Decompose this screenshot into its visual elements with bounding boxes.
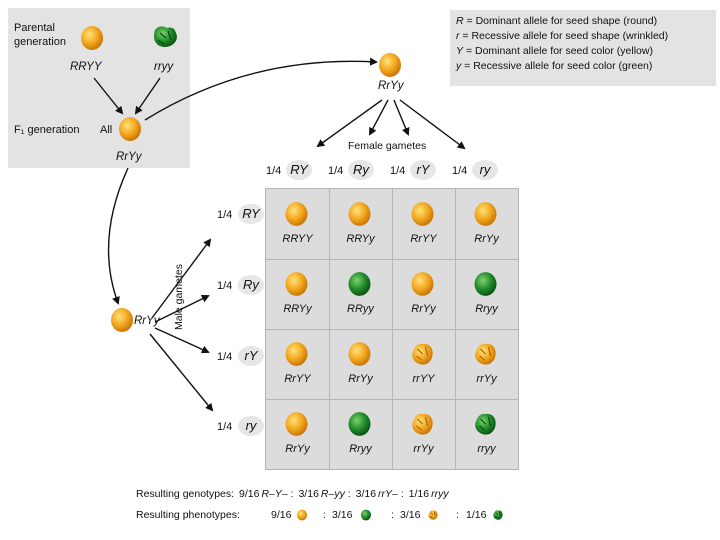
phenotype-separator: :: [323, 509, 326, 521]
wrinkled-green-pea-icon: [154, 26, 177, 47]
male-gamete-1: RY: [238, 204, 264, 224]
resulting-phenotypes-row: Resulting phenotypes: 9/16 : 3/16 : 3/16…: [136, 509, 486, 521]
male-gamete-4: ry: [238, 416, 264, 436]
round-yellow-pea-icon: [285, 342, 308, 366]
round-yellow-pea-icon: [348, 202, 371, 226]
legend-R: R = Dominant allele for seed shape (roun…: [456, 15, 658, 27]
punnett-cell-genotype: rrYY: [412, 373, 435, 385]
parental-generation-label-line1: Parental: [14, 22, 55, 34]
male-gamete-frac-3: 1/4: [217, 351, 233, 363]
genotype-frac: 9/16: [239, 488, 260, 500]
punnett-cell-genotype: RrYY: [410, 233, 437, 245]
wrinkled-yellow-pea-icon: [412, 413, 433, 435]
phenotype-separator: :: [456, 509, 459, 521]
genotype-class: R–Y–: [261, 488, 288, 500]
round-green-pea-icon: [361, 509, 371, 521]
male-gamete-3: rY: [238, 346, 264, 366]
parental-round-yellow-genotype: RRYY: [70, 61, 102, 73]
punnett-cell-genotype: rrYy: [476, 373, 497, 385]
punnett-cell-genotype: RRyy: [347, 303, 374, 315]
punnett-cell-genotype: RRYy: [346, 233, 375, 245]
parental-wrinkled-green-genotype: rryy: [154, 61, 174, 73]
punnett-cell-genotype: RrYY: [284, 373, 311, 385]
phenotype-frac: 3/16: [400, 509, 421, 521]
phenotype-frac: 1/16: [466, 509, 487, 521]
grid-divider: [266, 329, 518, 330]
female-gamete-4: ry: [472, 160, 498, 180]
male-gamete-frac-1: 1/4: [217, 209, 233, 221]
round-green-pea-icon: [348, 412, 371, 436]
female-gametes-label: Female gametes: [348, 140, 427, 152]
female-gamete-frac-1: 1/4: [266, 165, 282, 177]
wrinkled-yellow-pea-icon: [475, 343, 496, 365]
f1-all-label: All: [100, 124, 113, 136]
legend-r: r = Recessive allele for seed shape (wri…: [456, 30, 669, 42]
round-yellow-pea-icon: [411, 202, 434, 226]
punnett-cell-genotype: rryy: [477, 443, 496, 455]
punnett-cell-genotype: RRYy: [283, 303, 312, 315]
female-gamete-1: RY: [286, 160, 312, 180]
female-gamete-frac-2: 1/4: [328, 165, 344, 177]
genotype-frac: 3/16: [298, 488, 319, 500]
round-yellow-pea-icon: [474, 202, 497, 226]
phenotype-frac: 3/16: [332, 509, 353, 521]
wrinkled-yellow-pea-icon: [428, 510, 438, 520]
male-parent-genotype: RrYy: [134, 315, 160, 327]
wrinkled-green-pea-icon: [475, 413, 496, 435]
phenotype-separator: :: [391, 509, 394, 521]
grid-divider: [266, 259, 518, 260]
round-yellow-pea-icon: [348, 342, 371, 366]
round-yellow-pea-icon: [81, 26, 103, 50]
wrinkled-yellow-pea-icon: [412, 343, 433, 365]
genotype-class: R–yy: [320, 488, 345, 500]
punnett-cell-genotype: RrYy: [411, 303, 436, 315]
round-yellow-pea-icon: [297, 509, 307, 521]
parental-generation-label-line2: generation: [14, 36, 66, 48]
genotype-class: rrY–: [378, 488, 398, 500]
round-green-pea-icon: [474, 272, 497, 296]
round-yellow-pea-icon: [285, 412, 308, 436]
female-parent-pea-icon: [379, 53, 401, 77]
resulting-genotypes-label: Resulting genotypes:: [136, 488, 235, 500]
female-parent-genotype: RrYy: [378, 80, 404, 92]
female-gamete-2: Ry: [348, 160, 374, 180]
male-parent-pea-icon: [111, 308, 133, 332]
punnett-cell-genotype: RrYy: [348, 373, 373, 385]
legend-y: y = Recessive allele for seed color (gre…: [456, 60, 653, 72]
female-gamete-3: rY: [410, 160, 436, 180]
genotype-class: rryy: [431, 488, 449, 500]
wrinkled-green-pea-icon: [493, 510, 503, 520]
punnett-cell-genotype: RRYY: [282, 233, 313, 245]
f1-genotype: RrYy: [116, 151, 142, 163]
grid-divider: [266, 399, 518, 400]
resulting-phenotypes-label: Resulting phenotypes:: [136, 509, 240, 521]
punnett-cell-genotype: Rryy: [475, 303, 498, 315]
punnett-cell-genotype: RrYy: [285, 443, 310, 455]
punnett-cell-genotype: rrYy: [413, 443, 434, 455]
f1-round-yellow-pea-icon: [119, 117, 141, 141]
male-gamete-frac-4: 1/4: [217, 421, 233, 433]
legend-Y: Y = Dominant allele for seed color (yell…: [456, 45, 653, 57]
round-yellow-pea-icon: [285, 272, 308, 296]
punnett-cell-genotype: RrYy: [474, 233, 499, 245]
allele-legend: [450, 10, 716, 86]
female-gamete-frac-4: 1/4: [452, 165, 468, 177]
phenotype-frac: 9/16: [271, 509, 292, 521]
male-gamete-frac-2: 1/4: [217, 280, 233, 292]
genotype-frac: 1/16: [408, 488, 430, 500]
male-gamete-2: Ry: [238, 275, 264, 295]
round-green-pea-icon: [348, 272, 371, 296]
round-yellow-pea-icon: [285, 202, 308, 226]
punnett-cell-genotype: Rryy: [349, 443, 372, 455]
genotype-frac: 3/16: [355, 488, 377, 500]
f1-generation-label: F₁ generation: [14, 124, 80, 136]
female-gamete-frac-3: 1/4: [390, 165, 406, 177]
round-yellow-pea-icon: [411, 272, 434, 296]
cross-arrows: [93, 57, 466, 412]
